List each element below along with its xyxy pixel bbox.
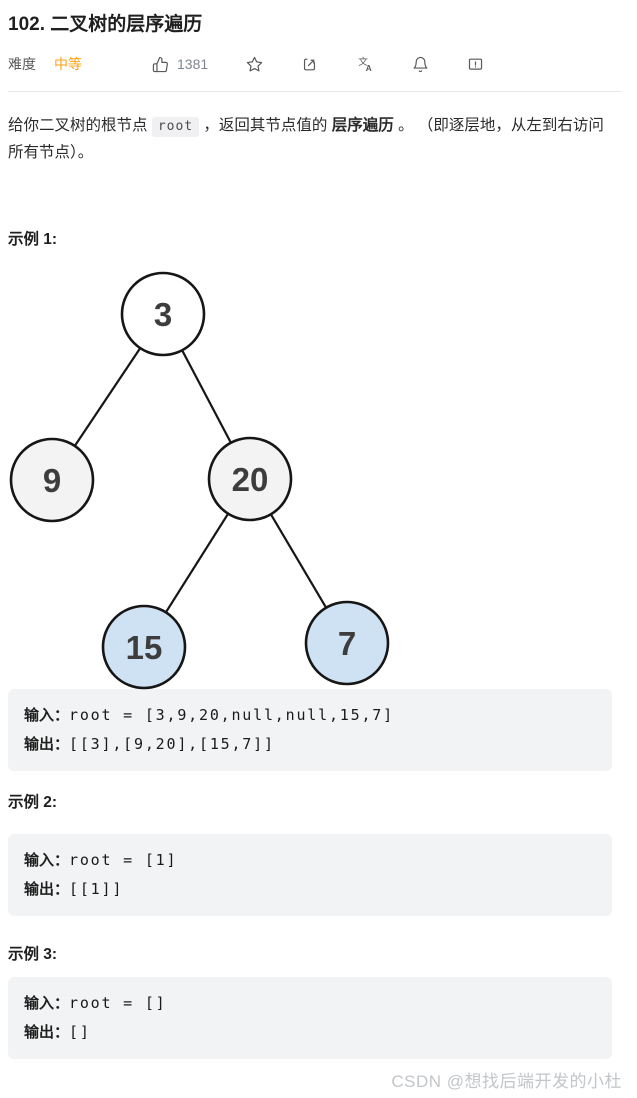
tree-node-15: 15 bbox=[101, 604, 187, 690]
svg-text:20: 20 bbox=[232, 461, 269, 498]
example-3-block: 输入：root = [] 输出：[] bbox=[8, 977, 612, 1059]
feedback-button[interactable] bbox=[467, 56, 484, 73]
like-count: 1381 bbox=[177, 56, 209, 72]
feedback-icon bbox=[467, 56, 484, 73]
output-label: 输出： bbox=[24, 736, 70, 753]
svg-text:9: 9 bbox=[43, 462, 61, 499]
difficulty-badge: 中等 bbox=[54, 56, 82, 72]
example-2-heading: 示例 2: bbox=[8, 794, 58, 811]
example-1-heading: 示例 1: bbox=[8, 231, 58, 248]
example-3-input-line: 输入：root = [] bbox=[24, 989, 596, 1018]
like-button[interactable]: 1381 bbox=[152, 56, 208, 73]
watermark: CSDN @想找后端开发的小杜 bbox=[391, 1072, 622, 1091]
divider bbox=[8, 91, 622, 92]
example-1-output-line: 输出：[[3],[9,20],[15,7]] bbox=[24, 730, 596, 759]
example-2-output-line: 输出：[[1]] bbox=[24, 875, 596, 904]
example-3-output-line: 输出：[] bbox=[24, 1018, 596, 1047]
input-label: 输入： bbox=[24, 707, 70, 724]
example-2-input-line: 输入：root = [1] bbox=[24, 846, 596, 875]
translate-button[interactable]: 文 A bbox=[356, 55, 374, 73]
inline-code-root: root bbox=[151, 117, 200, 137]
thumbs-up-icon bbox=[152, 56, 169, 73]
input-value: root = [] bbox=[69, 994, 167, 1012]
output-value: [[3],[9,20],[15,7]] bbox=[69, 735, 275, 753]
input-label: 输入： bbox=[24, 995, 70, 1012]
tree-node-9: 9 bbox=[9, 437, 95, 523]
input-value: root = [1] bbox=[69, 851, 178, 869]
star-icon bbox=[246, 56, 263, 73]
subscribe-button[interactable] bbox=[412, 56, 429, 73]
output-label: 输出： bbox=[24, 1024, 70, 1041]
svg-text:15: 15 bbox=[126, 629, 163, 666]
share-button[interactable] bbox=[301, 56, 318, 73]
example-1-block: 输入：root = [3,9,20,null,null,15,7] 输出：[[3… bbox=[8, 689, 612, 771]
tree-node-3: 3 bbox=[120, 271, 206, 357]
output-label: 输出： bbox=[24, 881, 70, 898]
share-icon bbox=[301, 56, 318, 73]
description-text-2: ，返回其节点值的 bbox=[199, 117, 332, 134]
tree-node-7: 7 bbox=[304, 600, 390, 686]
svg-text:文: 文 bbox=[358, 55, 368, 68]
translate-icon: 文 A bbox=[356, 55, 374, 73]
description-text-1: 给你二叉树的根节点 bbox=[8, 117, 152, 134]
svg-text:3: 3 bbox=[154, 296, 172, 333]
description-bold-term: 层序遍历 bbox=[331, 117, 394, 134]
favorite-button[interactable] bbox=[246, 56, 263, 73]
meta-row: 难度 中等 1381 文 A bbox=[8, 53, 622, 75]
problem-title: 102. 二叉树的层序遍历 bbox=[8, 14, 203, 35]
svg-text:7: 7 bbox=[338, 625, 356, 662]
output-value: [[1]] bbox=[69, 880, 124, 898]
problem-description: 给你二叉树的根节点 root ，返回其节点值的 层序遍历 。 （即逐层地，从左到… bbox=[8, 113, 622, 166]
description-text-3: 。 （即逐层地，从左到右访问所有节点）。 bbox=[8, 117, 604, 161]
bell-icon bbox=[412, 56, 429, 73]
input-label: 输入： bbox=[24, 852, 70, 869]
svg-text:A: A bbox=[366, 64, 372, 73]
output-value: [] bbox=[69, 1023, 91, 1041]
binary-tree-diagram: 3 9 20 15 7 bbox=[9, 271, 390, 690]
difficulty-label: 难度 bbox=[8, 56, 36, 72]
tree-node-20: 20 bbox=[207, 436, 293, 522]
example-2-block: 输入：root = [1] 输出：[[1]] bbox=[8, 834, 612, 916]
example-1-input-line: 输入：root = [3,9,20,null,null,15,7] bbox=[24, 701, 596, 730]
example-3-heading: 示例 3: bbox=[8, 946, 58, 963]
input-value: root = [3,9,20,null,null,15,7] bbox=[69, 706, 394, 724]
